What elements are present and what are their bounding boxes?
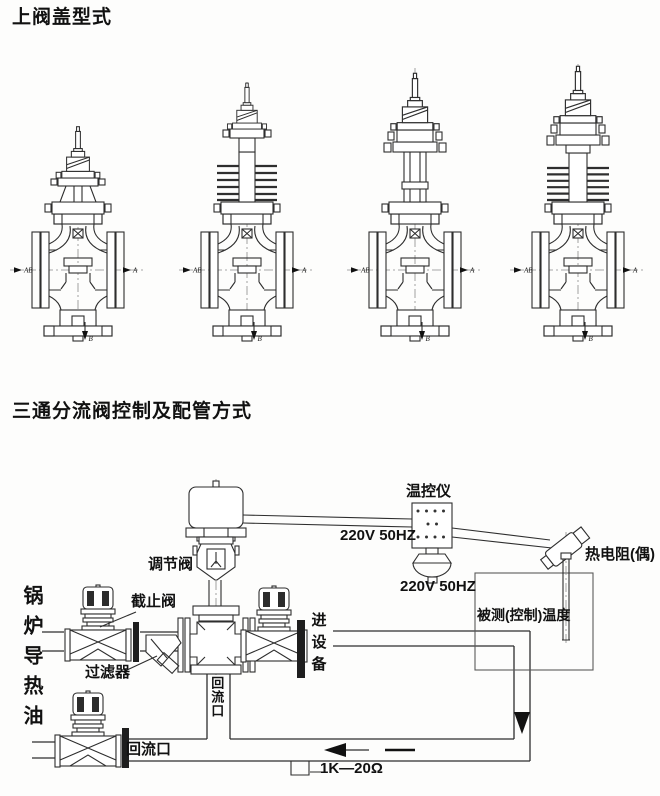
piping-diagram-drawing (32, 479, 594, 776)
section-title-piping-method: 三通分流阀控制及配管方式 (12, 401, 253, 422)
flow-arrow-left-icon (324, 743, 346, 757)
valve-type-1-plain-bonnet (9, 126, 147, 344)
pipe-network (32, 630, 531, 776)
label-return-port-valve: 回流口 (126, 741, 172, 758)
label-resistance-range: 1K—20Ω (320, 760, 383, 777)
pipe-flange (122, 728, 129, 768)
pipe-flange (297, 620, 305, 678)
valve-type-4-extended-finned-bonnet (509, 64, 647, 344)
stop-valve-icon (54, 690, 122, 768)
label-boiler-heat-oil: 锅炉导热油 (20, 585, 42, 735)
control-valve-drawing (192, 536, 240, 606)
flow-arrow-down-icon (514, 712, 530, 734)
stop-valve-icon (64, 584, 132, 662)
label-strainer: 过滤器 (85, 664, 131, 681)
label-power-left: 220V 50HZ (340, 527, 416, 544)
label-return-port-pipe: 回流口 (209, 676, 225, 718)
label-measured-temperature: 被测(控制)温度 (477, 607, 571, 623)
label-to-equipment: 进设备 (309, 612, 327, 678)
equipment-box (474, 572, 594, 671)
thermocouple-drawing (451, 526, 591, 646)
valve-type-3-extended-bonnet (346, 68, 484, 344)
stop-valve-leader-line (99, 611, 137, 628)
strainer-drawing (145, 634, 182, 675)
bonnet-types-drawing: AB A B (9, 64, 647, 344)
strainer-leader-line (126, 655, 158, 671)
label-power-bottom: 220V 50HZ (400, 578, 476, 595)
label-temp-controller: 温控仪 (406, 483, 452, 500)
label-thermal-resistance: 热电阻(偶) (585, 546, 655, 563)
pipe-flange (133, 622, 139, 662)
label-control-valve: 调节阀 (148, 556, 194, 573)
valve-type-2-finned-bonnet (178, 82, 316, 344)
temp-controller-box (242, 502, 453, 584)
section-title-bonnet-types: 上阀盖型式 (12, 7, 113, 28)
label-stop-valve: 截止阀 (131, 593, 177, 610)
